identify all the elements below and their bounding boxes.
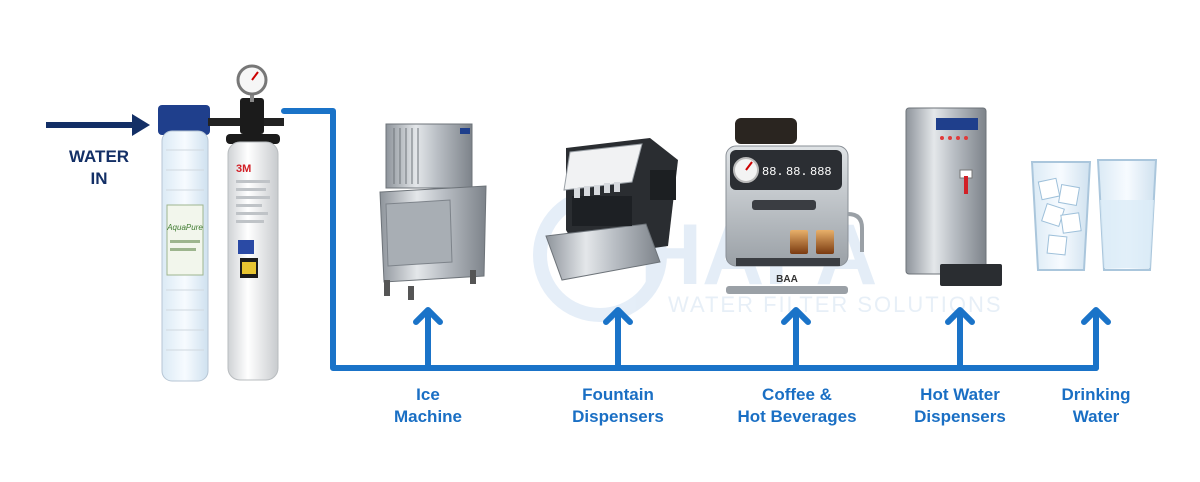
up-arrow-icon <box>1081 307 1111 325</box>
outlet-label-drinking-water: Drinking Water <box>1040 384 1152 428</box>
up-arrow-icon <box>945 307 975 325</box>
water-filter-system: AquaPure 3M <box>158 64 284 382</box>
outlet-label-line1: Hot Water <box>920 385 1000 404</box>
coffee-display-3: 888 <box>810 165 832 179</box>
outlet-label-line2: Hot Beverages <box>737 407 857 426</box>
coffee-brand: BAA <box>776 274 798 285</box>
outlet-label-line1: Ice <box>416 385 440 404</box>
housing-brand: AquaPure <box>166 223 203 232</box>
up-arrow-icon <box>781 307 811 325</box>
outlet-label-ice-machine: Ice Machine <box>368 384 488 428</box>
outlet-label-line2: Dispensers <box>914 407 1006 426</box>
outlet-label-line1: Coffee & <box>762 385 832 404</box>
outlet-label-coffee-hot-beverages: Coffee & Hot Beverages <box>717 384 877 428</box>
coffee-machine-illustration: 88. 88. 888 BAA <box>725 118 864 294</box>
up-arrow-icon <box>413 307 443 325</box>
hot-water-dispenser-illustration <box>905 107 1002 286</box>
outlet-label-hot-water-dispensers: Hot Water Dispensers <box>893 384 1027 428</box>
inlet-arrow <box>46 114 150 136</box>
outlet-label-line1: Drinking <box>1061 385 1131 404</box>
up-arrow-icon <box>603 307 633 325</box>
riser-group <box>413 307 1111 371</box>
drinking-glasses-illustration <box>1030 159 1158 271</box>
outlet-label-line2: Machine <box>393 407 463 426</box>
outlet-label-fountain-dispensers: Fountain Dispensers <box>548 384 688 428</box>
outlet-label-line2: Dispensers <box>572 407 664 426</box>
cartridge-brand: 3M <box>236 163 251 175</box>
coffee-display-1: 88. <box>762 165 784 179</box>
water-in-line2: IN <box>90 169 108 188</box>
pipe-main <box>281 108 1099 371</box>
coffee-display-2: 88. <box>786 165 808 179</box>
pipe-network <box>281 108 1099 371</box>
water-in-line1: WATER <box>68 147 130 166</box>
water-in-label: WATER IN <box>52 146 146 190</box>
ice-machine-illustration <box>379 123 487 300</box>
outlet-label-line1: Fountain <box>582 385 654 404</box>
outlet-label-line2: Water <box>1072 407 1120 426</box>
fountain-dispenser-illustration <box>545 138 678 281</box>
watermark-tagline: WATER FILTER SOLUTIONS <box>668 292 1003 317</box>
